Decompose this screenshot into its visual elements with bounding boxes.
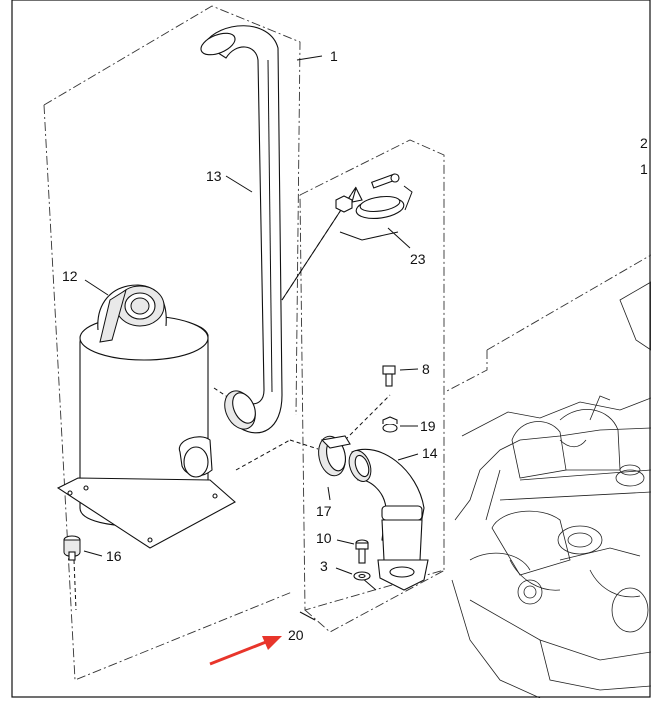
bolt-8 [382, 365, 396, 387]
rubber-mount-16 [63, 535, 81, 561]
pointer-arrow [209, 636, 282, 666]
nut-19 [382, 416, 398, 433]
exhaust-stack-pipe [200, 25, 283, 434]
muffler [56, 284, 236, 549]
elbow-pipe-14 [348, 448, 429, 591]
callout-8: 8 [422, 361, 430, 377]
callout-19: 19 [420, 418, 436, 434]
callout-1: 1 [330, 48, 338, 64]
clamp-23 [335, 173, 413, 241]
callout-labels: 1 13 23 12 8 19 14 17 10 16 3 20 2 1 [62, 48, 648, 643]
assembly-boundaries [43, 5, 651, 681]
clamp-ring-17 [318, 435, 351, 477]
frame [11, 0, 651, 698]
washer-3 [353, 571, 371, 581]
callout-23: 23 [410, 251, 426, 267]
callout-1-right: 1 [640, 161, 648, 177]
callout-3: 3 [320, 558, 328, 574]
callout-17: 17 [316, 503, 332, 519]
pipe-elbow-connector [224, 390, 256, 430]
callout-20: 20 [288, 627, 304, 643]
callout-12: 12 [62, 268, 78, 284]
callout-2: 2 [640, 135, 648, 151]
callout-10: 10 [316, 530, 332, 546]
callout-14: 14 [422, 445, 438, 461]
bolt-10 [355, 539, 369, 564]
engine [451, 281, 651, 699]
callout-16: 16 [106, 548, 122, 564]
callout-13: 13 [206, 168, 222, 184]
